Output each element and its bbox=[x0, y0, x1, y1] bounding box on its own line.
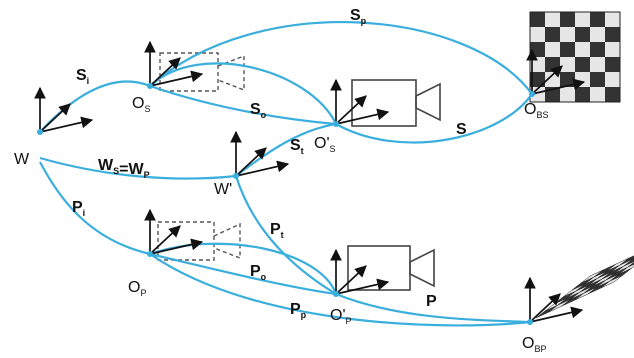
label-s-p: Sp bbox=[350, 7, 367, 26]
label-s: S bbox=[456, 121, 467, 138]
coordinate-frame-icon bbox=[526, 48, 586, 97]
label-o-p: OP bbox=[128, 279, 146, 298]
label-s-t: St bbox=[290, 137, 304, 156]
curve-p-back bbox=[149, 242, 338, 295]
label-p: P bbox=[426, 293, 437, 310]
coordinate-frame-icon bbox=[330, 78, 390, 127]
label-ws-wp: WS=WP bbox=[98, 157, 150, 180]
camera-dashed-icon bbox=[157, 221, 241, 261]
label-p-o: Po bbox=[250, 263, 267, 282]
transform-labels: Si Sp So St S WS=WP Pi Pt Po Pp P bbox=[72, 7, 467, 320]
curve-s-t bbox=[235, 122, 337, 177]
label-o-s-prime: O'S bbox=[314, 135, 336, 154]
camera-dashed-icon bbox=[159, 52, 245, 92]
curve-p-i bbox=[39, 161, 151, 256]
transform-curves bbox=[39, 21, 533, 327]
label-o-bs: OBS bbox=[524, 101, 548, 120]
curve-p-p bbox=[149, 253, 531, 327]
label-p-t: Pt bbox=[270, 221, 284, 240]
label-o-p-prime: O'P bbox=[330, 307, 352, 326]
curve-s bbox=[335, 93, 533, 144]
coordinate-frame-icon bbox=[524, 276, 584, 325]
checkerboard-tilted-icon bbox=[535, 255, 634, 319]
label-s-i: Si bbox=[76, 67, 89, 86]
camera-icon bbox=[351, 79, 441, 127]
label-w: W bbox=[14, 151, 30, 168]
curve-p-t bbox=[234, 175, 337, 295]
coordinate-frame-icon bbox=[330, 248, 390, 297]
coordinate-frame-icon bbox=[144, 208, 204, 257]
curve-s-o bbox=[149, 84, 337, 126]
curve-s-back bbox=[149, 62, 337, 125]
label-o-s: OS bbox=[132, 95, 150, 114]
label-p-p: Pp bbox=[290, 301, 307, 320]
curve-ws-wp bbox=[39, 156, 237, 180]
coordinate-frame-icon bbox=[230, 130, 290, 179]
node-labels: W W' OS O'S OBS OP O'P OBP bbox=[14, 95, 548, 354]
curve-p bbox=[335, 292, 531, 324]
curve-p-o bbox=[149, 252, 337, 296]
label-p-i: Pi bbox=[72, 199, 85, 218]
label-s-o: So bbox=[250, 101, 267, 120]
camera-icon bbox=[347, 245, 435, 291]
curve-s-p bbox=[149, 21, 533, 95]
label-w-prime: W' bbox=[214, 181, 232, 198]
checkerboard-icon bbox=[529, 11, 621, 103]
coordinate-frame-icon bbox=[34, 86, 94, 135]
coordinate-frame-icon bbox=[144, 40, 204, 89]
label-o-bp: OBP bbox=[522, 335, 546, 354]
